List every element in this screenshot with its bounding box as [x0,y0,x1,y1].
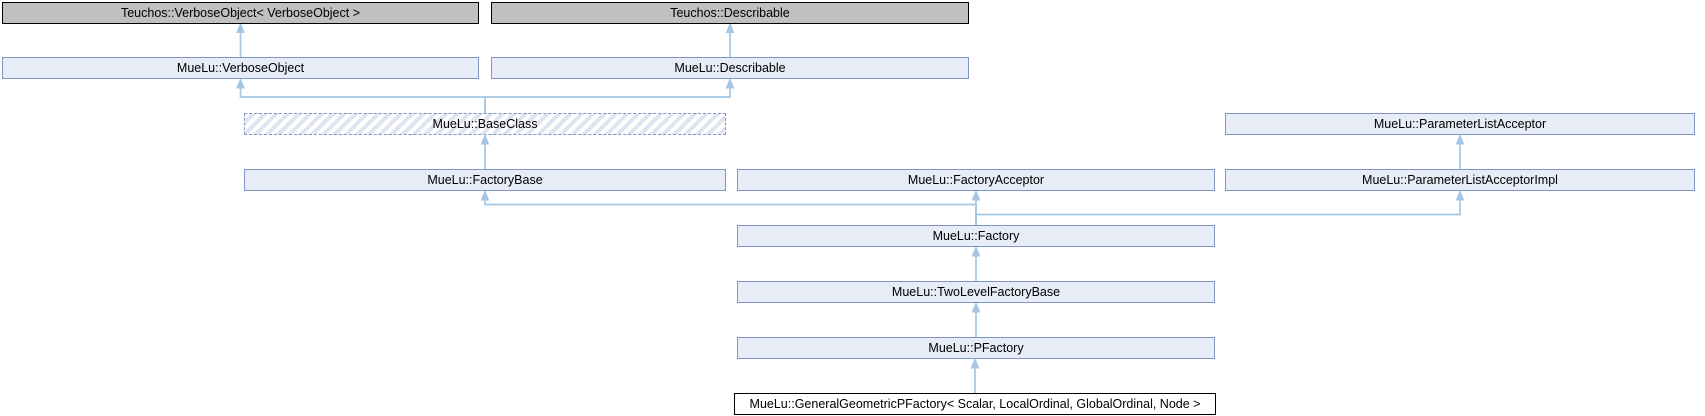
inheritance-edge-muelu-two-level-factory-base-to-muelu-factory [971,245,981,281]
inheritance-edge-muelu-factory-to-muelu-parameter-list-acceptor-impl [975,189,1465,225]
inheritance-edge-muelu-factory-base-to-muelu-base-class [480,133,490,169]
class-node-muelu-factory-base[interactable]: MueLu::FactoryBase [244,169,726,191]
class-node-teuchos-describable[interactable]: Teuchos::Describable [491,2,969,24]
inheritance-edge-muelu-verbose-object-to-teuchos-verbose-object [236,22,245,57]
class-node-muelu-pfactory[interactable]: MueLu::PFactory [737,337,1215,359]
inheritance-edge-muelu-pfactory-to-muelu-two-level-factory-base [971,301,981,337]
inheritance-edge-muelu-factory-to-muelu-factory-acceptor [971,189,981,225]
inheritance-edge-muelu-base-class-to-muelu-describable [484,77,735,113]
class-node-muelu-verbose-object[interactable]: MueLu::VerboseObject [2,57,479,79]
class-node-muelu-factory-acceptor[interactable]: MueLu::FactoryAcceptor [737,169,1215,191]
inheritance-edge-muelu-factory-to-muelu-factory-base [480,189,977,225]
inheritance-edge-muelu-general-geometric-pfactory-to-muelu-pfactory [970,357,980,393]
class-node-muelu-factory[interactable]: MueLu::Factory [737,225,1215,247]
inheritance-edge-muelu-parameter-list-acceptor-impl-to-muelu-parameter-list-acceptor [1455,133,1465,169]
class-node-muelu-describable[interactable]: MueLu::Describable [491,57,969,79]
class-node-teuchos-verbose-object[interactable]: Teuchos::VerboseObject< VerboseObject > [2,2,479,24]
class-node-muelu-base-class[interactable]: MueLu::BaseClass [244,113,726,135]
inheritance-edge-muelu-base-class-to-muelu-verbose-object [236,77,486,113]
class-node-muelu-parameter-list-acceptor[interactable]: MueLu::ParameterListAcceptor [1225,113,1695,135]
class-node-muelu-two-level-factory-base[interactable]: MueLu::TwoLevelFactoryBase [737,281,1215,303]
class-node-muelu-general-geometric-pfactory: MueLu::GeneralGeometricPFactory< Scalar,… [734,393,1216,415]
inheritance-edge-muelu-describable-to-teuchos-describable [725,22,735,57]
class-node-muelu-parameter-list-acceptor-impl[interactable]: MueLu::ParameterListAcceptorImpl [1225,169,1695,191]
